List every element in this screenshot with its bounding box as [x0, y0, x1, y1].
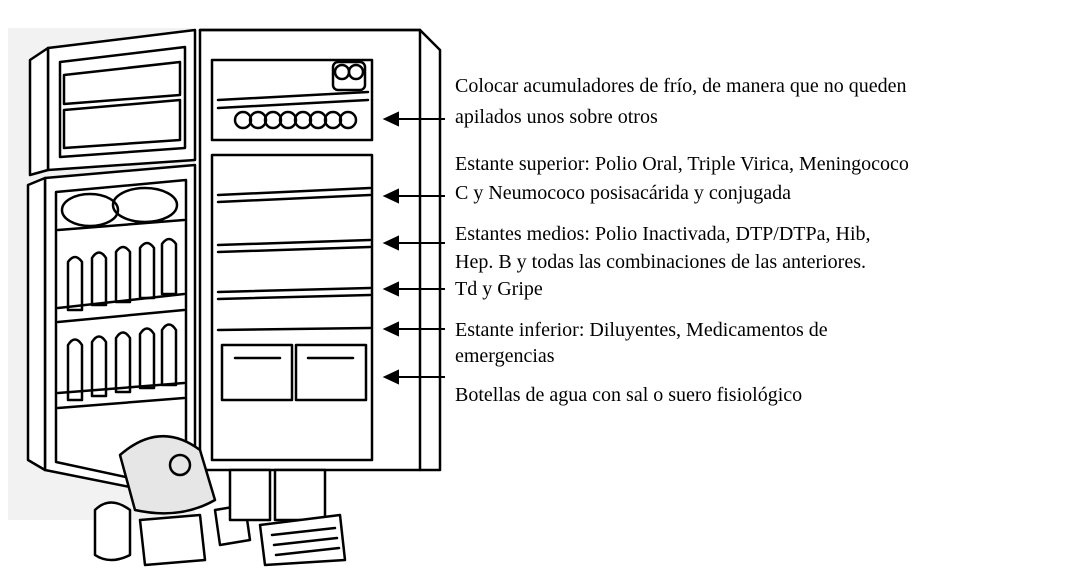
label-cold-packs-line1: Colocar acumuladores de frío, de manera …: [455, 75, 907, 97]
arrow-middle-shelf: [382, 235, 445, 251]
arrow-water-bottles: [382, 369, 445, 385]
fridge-body: [198, 28, 442, 472]
label-bottom-shelf-line2: emergencias: [455, 345, 555, 367]
label-middle-shelves-line1: Estantes medios: Polio Inactivada, DTP/D…: [455, 223, 871, 245]
label-middle-shelves-line3: Td y Gripe: [455, 278, 543, 300]
pointer-arrows: [382, 111, 445, 385]
arrow-td-gripe: [382, 281, 445, 297]
label-top-shelf-line2: C y Neumococo posisacárida y conjugada: [455, 182, 792, 204]
cold-packs-group: [93, 435, 347, 567]
label-top-shelf-line1: Estante superior: Polio Oral, Triple Vir…: [455, 153, 909, 175]
refrigerator-illustration: [8, 28, 445, 567]
label-water-bottles: Botellas de agua con sal o suero fisioló…: [455, 384, 803, 406]
freezer-door: [28, 28, 197, 177]
arrow-cold-packs: [382, 111, 445, 127]
label-bottom-shelf-line1: Estante inferior: Diluyentes, Medicament…: [455, 319, 828, 341]
fridge-door: [26, 163, 197, 502]
arrow-bottom-shelf: [382, 321, 445, 337]
label-middle-shelves-line2: Hep. B y todas las combinaciones de las …: [455, 251, 866, 273]
label-cold-packs-line2: apilados unos sobre otros: [455, 106, 658, 128]
arrow-top-shelf: [382, 188, 445, 204]
